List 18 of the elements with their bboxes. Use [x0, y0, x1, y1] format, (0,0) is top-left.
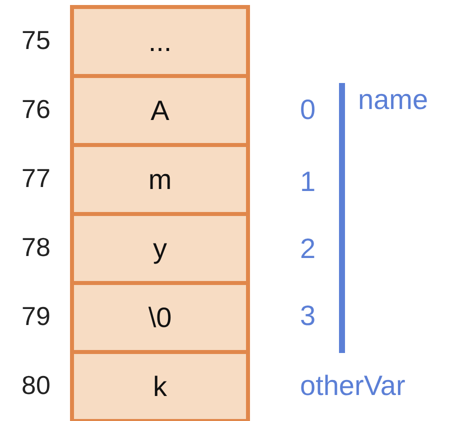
address-number: 75	[20, 25, 52, 56]
address-number: 78	[20, 232, 52, 263]
cell-value: A	[150, 94, 170, 126]
cell-value: k	[153, 370, 167, 402]
variable-name: otherVar	[300, 370, 406, 402]
variable-name: name	[358, 84, 428, 116]
address-number: 76	[20, 94, 52, 125]
index-number: 0	[300, 94, 316, 126]
cell-value: ...	[148, 26, 172, 58]
cell-value: \0	[148, 302, 172, 334]
cell-value: m	[148, 164, 172, 196]
address-number: 77	[20, 163, 52, 194]
cell-value: y	[153, 232, 167, 264]
index-number: 2	[300, 233, 316, 265]
index-number: 3	[300, 300, 316, 332]
index-number: 1	[300, 166, 316, 198]
address-number: 79	[20, 301, 52, 332]
address-number: 80	[20, 370, 52, 401]
